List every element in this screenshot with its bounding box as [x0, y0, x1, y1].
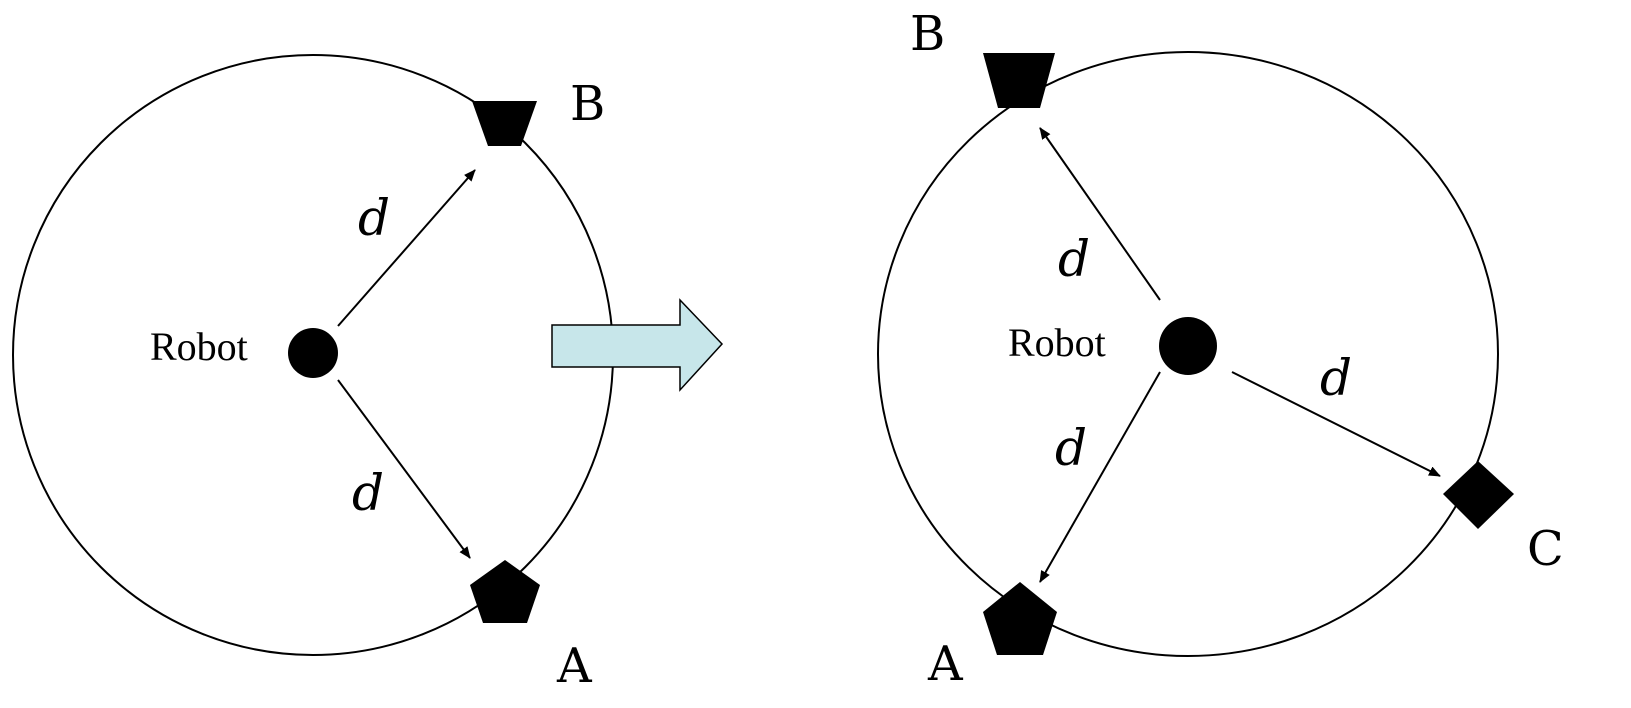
- left-arrow-to-a: [337, 379, 471, 559]
- right-landmark-c-label: C: [1527, 521, 1564, 577]
- right-landmark-c-diamond-icon: [1443, 461, 1514, 529]
- left-landmark-b-trapezoid-icon: [472, 101, 537, 146]
- right-landmark-b-trapezoid-icon: [983, 53, 1055, 108]
- left-robot-marker: [288, 328, 338, 378]
- right-range-circle: [877, 51, 1499, 657]
- left-landmark-a-pentagon-icon: [470, 560, 540, 623]
- right-arrow-to-c: [1231, 371, 1441, 477]
- right-landmark-b-label: B: [910, 6, 945, 62]
- right-landmark-a-label: A: [927, 636, 964, 692]
- left-robot-label: Robot: [150, 324, 248, 369]
- right-distance-label-b: d: [1058, 230, 1090, 288]
- left-scene: Robot d d B A: [12, 54, 614, 694]
- right-scene: Robot d d d B A C: [877, 6, 1564, 692]
- right-arrow-to-a: [1039, 371, 1161, 583]
- right-distance-label-a: d: [1055, 419, 1087, 477]
- right-distance-label-c: d: [1320, 349, 1352, 407]
- right-landmark-a-pentagon-icon: [983, 582, 1057, 655]
- left-distance-label-a: d: [352, 464, 384, 522]
- right-arrow-icon: [551, 298, 724, 392]
- left-landmark-b-label: B: [570, 76, 605, 132]
- left-landmark-a-label: A: [556, 638, 593, 694]
- right-robot-marker: [1159, 317, 1217, 375]
- left-distance-label-b: d: [358, 189, 390, 247]
- right-robot-label: Robot: [1008, 320, 1106, 365]
- left-arrow-to-b: [337, 169, 476, 327]
- right-arrow-to-b: [1039, 127, 1161, 301]
